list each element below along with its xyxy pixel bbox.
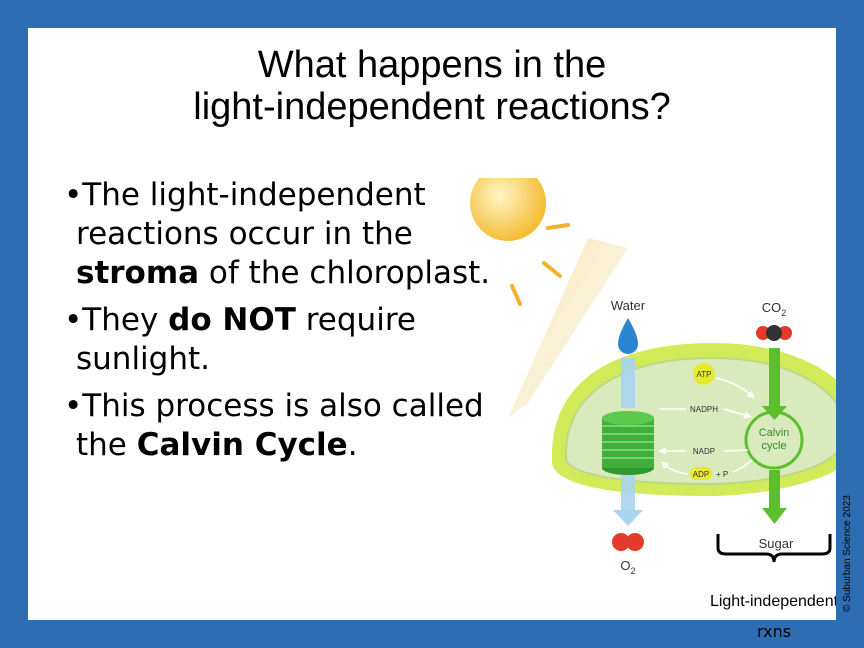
bullet-text: This process is also called the (76, 388, 484, 463)
sun-icon (470, 178, 628, 418)
atp-arrow (715, 377, 755, 399)
oxygen-arrow-shaft (621, 470, 635, 510)
slide: What happens in the light-independent re… (28, 28, 836, 641)
bullet-item: •This process is also called the Calvin … (64, 388, 484, 463)
nadp-arrow-in (723, 449, 749, 452)
co2-label: CO2 (762, 300, 787, 318)
slide-title: What happens in the light-independent re… (28, 44, 836, 128)
sun-ray (510, 284, 522, 306)
water-label: Water (611, 298, 646, 313)
bullet-bold: stroma (76, 255, 200, 291)
sun-disc (470, 178, 546, 241)
bullet-item: •The light-independent reactions occur i… (64, 177, 491, 291)
thylakoid-stack (602, 411, 654, 475)
water-arrow (621, 358, 635, 408)
adp-arrow-in (731, 459, 753, 473)
title-line-2: light-independent reactions? (193, 86, 671, 128)
bullet-text: The light-independent reactions occur in… (76, 177, 426, 252)
water-drop-icon (618, 318, 638, 354)
co2-arrow-shaft (769, 348, 780, 408)
bullet-text: . (347, 427, 358, 463)
caption-line1: Light-independent (710, 593, 836, 610)
sugar-arrow-shaft (769, 470, 780, 510)
sun-ray (546, 223, 570, 230)
nadp-label: NADP (693, 447, 715, 456)
calvin-label-line1: Calvin (759, 427, 790, 439)
bullet-bold: do NOT (168, 302, 296, 338)
sugar-arrow-head (762, 508, 787, 524)
atp-badge (693, 363, 715, 385)
sugar-label: Sugar (759, 536, 794, 551)
nadph-label: NADPH (690, 405, 718, 414)
adp-badge (690, 467, 712, 480)
adp-arrow-out (661, 461, 689, 475)
bullet-text: of the chloroplast. (199, 255, 491, 291)
nadph-arrow-out (723, 408, 752, 419)
calvin-label-line2: cycle (761, 440, 786, 452)
bullet-text: require sunlight. (76, 302, 416, 377)
oxygen-arrow-head (613, 510, 643, 526)
plus-p-label: + P (716, 470, 728, 479)
caption-line2: rxns (756, 622, 792, 641)
adp-label: ADP (693, 470, 709, 479)
bullet-text: They (82, 302, 169, 338)
calvin-cycle-circle (744, 410, 804, 470)
copyright-notice: © Suburban Science 2023 (842, 495, 853, 612)
co2-molecule-icon (756, 325, 792, 341)
atp-label: ATP (697, 370, 712, 379)
title-line-1: What happens in the (257, 44, 607, 86)
oxygen-label: O2 (620, 558, 635, 576)
sunlight-beam (508, 238, 628, 418)
bracket (716, 534, 832, 563)
oxygen-molecule-icon (612, 533, 644, 551)
bullet-item: •They do NOT require sunlight. (64, 302, 416, 377)
bullet-bold: Calvin Cycle (136, 427, 348, 463)
sun-ray (542, 261, 562, 278)
chloroplast-diagram: Water O2 CO2 (470, 178, 836, 610)
bullet-list: •The light-independent reactions occur i… (64, 176, 494, 473)
